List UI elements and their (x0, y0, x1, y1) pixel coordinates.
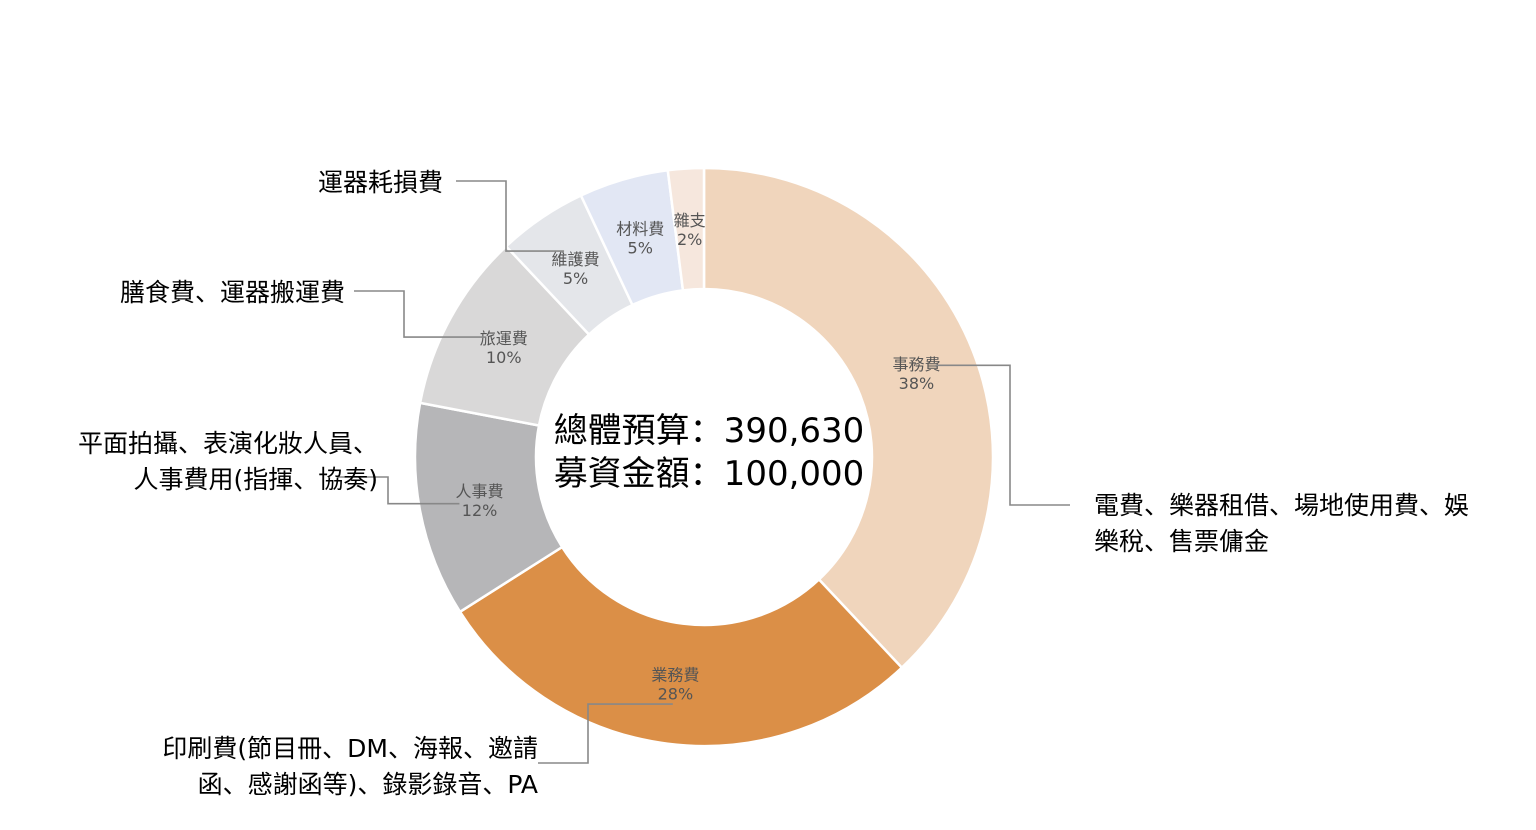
callout-leader-lines (338, 180, 1070, 764)
callout-text-line: 人事費用(指揮、協奏) (133, 465, 378, 494)
donut-slice-7 (666, 166, 706, 292)
center-summary: 總體預算：390,630 募資金額：100,000 (554, 411, 865, 494)
callout-leader-line (456, 180, 565, 252)
slice-name-label: 維護費 (552, 250, 600, 269)
callout-text-line: 運器耗損費 (318, 168, 443, 197)
slice-percent-label: 12% (462, 501, 498, 520)
slice-name-label: 旅運費 (480, 329, 528, 348)
callout-text-line: 樂稅、售票傭金 (1094, 527, 1269, 556)
slice-percent-label: 38% (899, 374, 935, 393)
slice-name-label: 事務費 (892, 355, 940, 374)
callout-text-line: 平面拍攝、表演化妝人員、 (78, 429, 378, 458)
callout-text-line: 印刷費(節目冊、DM、海報、邀請 (162, 734, 538, 763)
callout-leader-line (338, 476, 460, 505)
callout-text-line: 電費、樂器租借、場地使用費、娛 (1094, 491, 1469, 520)
donut-slice-1 (702, 166, 995, 670)
center-funding-amount: 募資金額：100,000 (554, 454, 865, 494)
slice-percent-label: 28% (658, 685, 694, 704)
center-total-budget: 總體預算：390,630 (554, 411, 865, 451)
callout-leader-line (538, 703, 673, 764)
callout-leader-line (935, 364, 1070, 506)
slice-name-label: 材料費 (616, 220, 664, 239)
donut-slice-2 (458, 545, 904, 748)
slice-percent-label: 5% (563, 269, 588, 288)
slice-percent-label: 2% (677, 230, 702, 249)
callout-annotations: 電費、樂器租借、場地使用費、娛樂稅、售票傭金印刷費(節目冊、DM、海報、邀請函、… (78, 168, 1469, 799)
callout-leader-line (354, 290, 486, 338)
slice-percent-label: 10% (486, 348, 522, 367)
slice-name-label: 雜支 (674, 211, 706, 230)
callout-text-line: 函、感謝函等)、錄影錄音、PA (198, 770, 538, 799)
slice-percent-label: 5% (628, 239, 653, 258)
callout-text-line: 膳食費、運器搬運費 (120, 278, 345, 307)
slice-name-label: 業務費 (651, 666, 699, 685)
donut-slices (413, 166, 995, 748)
slice-name-label: 人事費 (456, 482, 504, 501)
